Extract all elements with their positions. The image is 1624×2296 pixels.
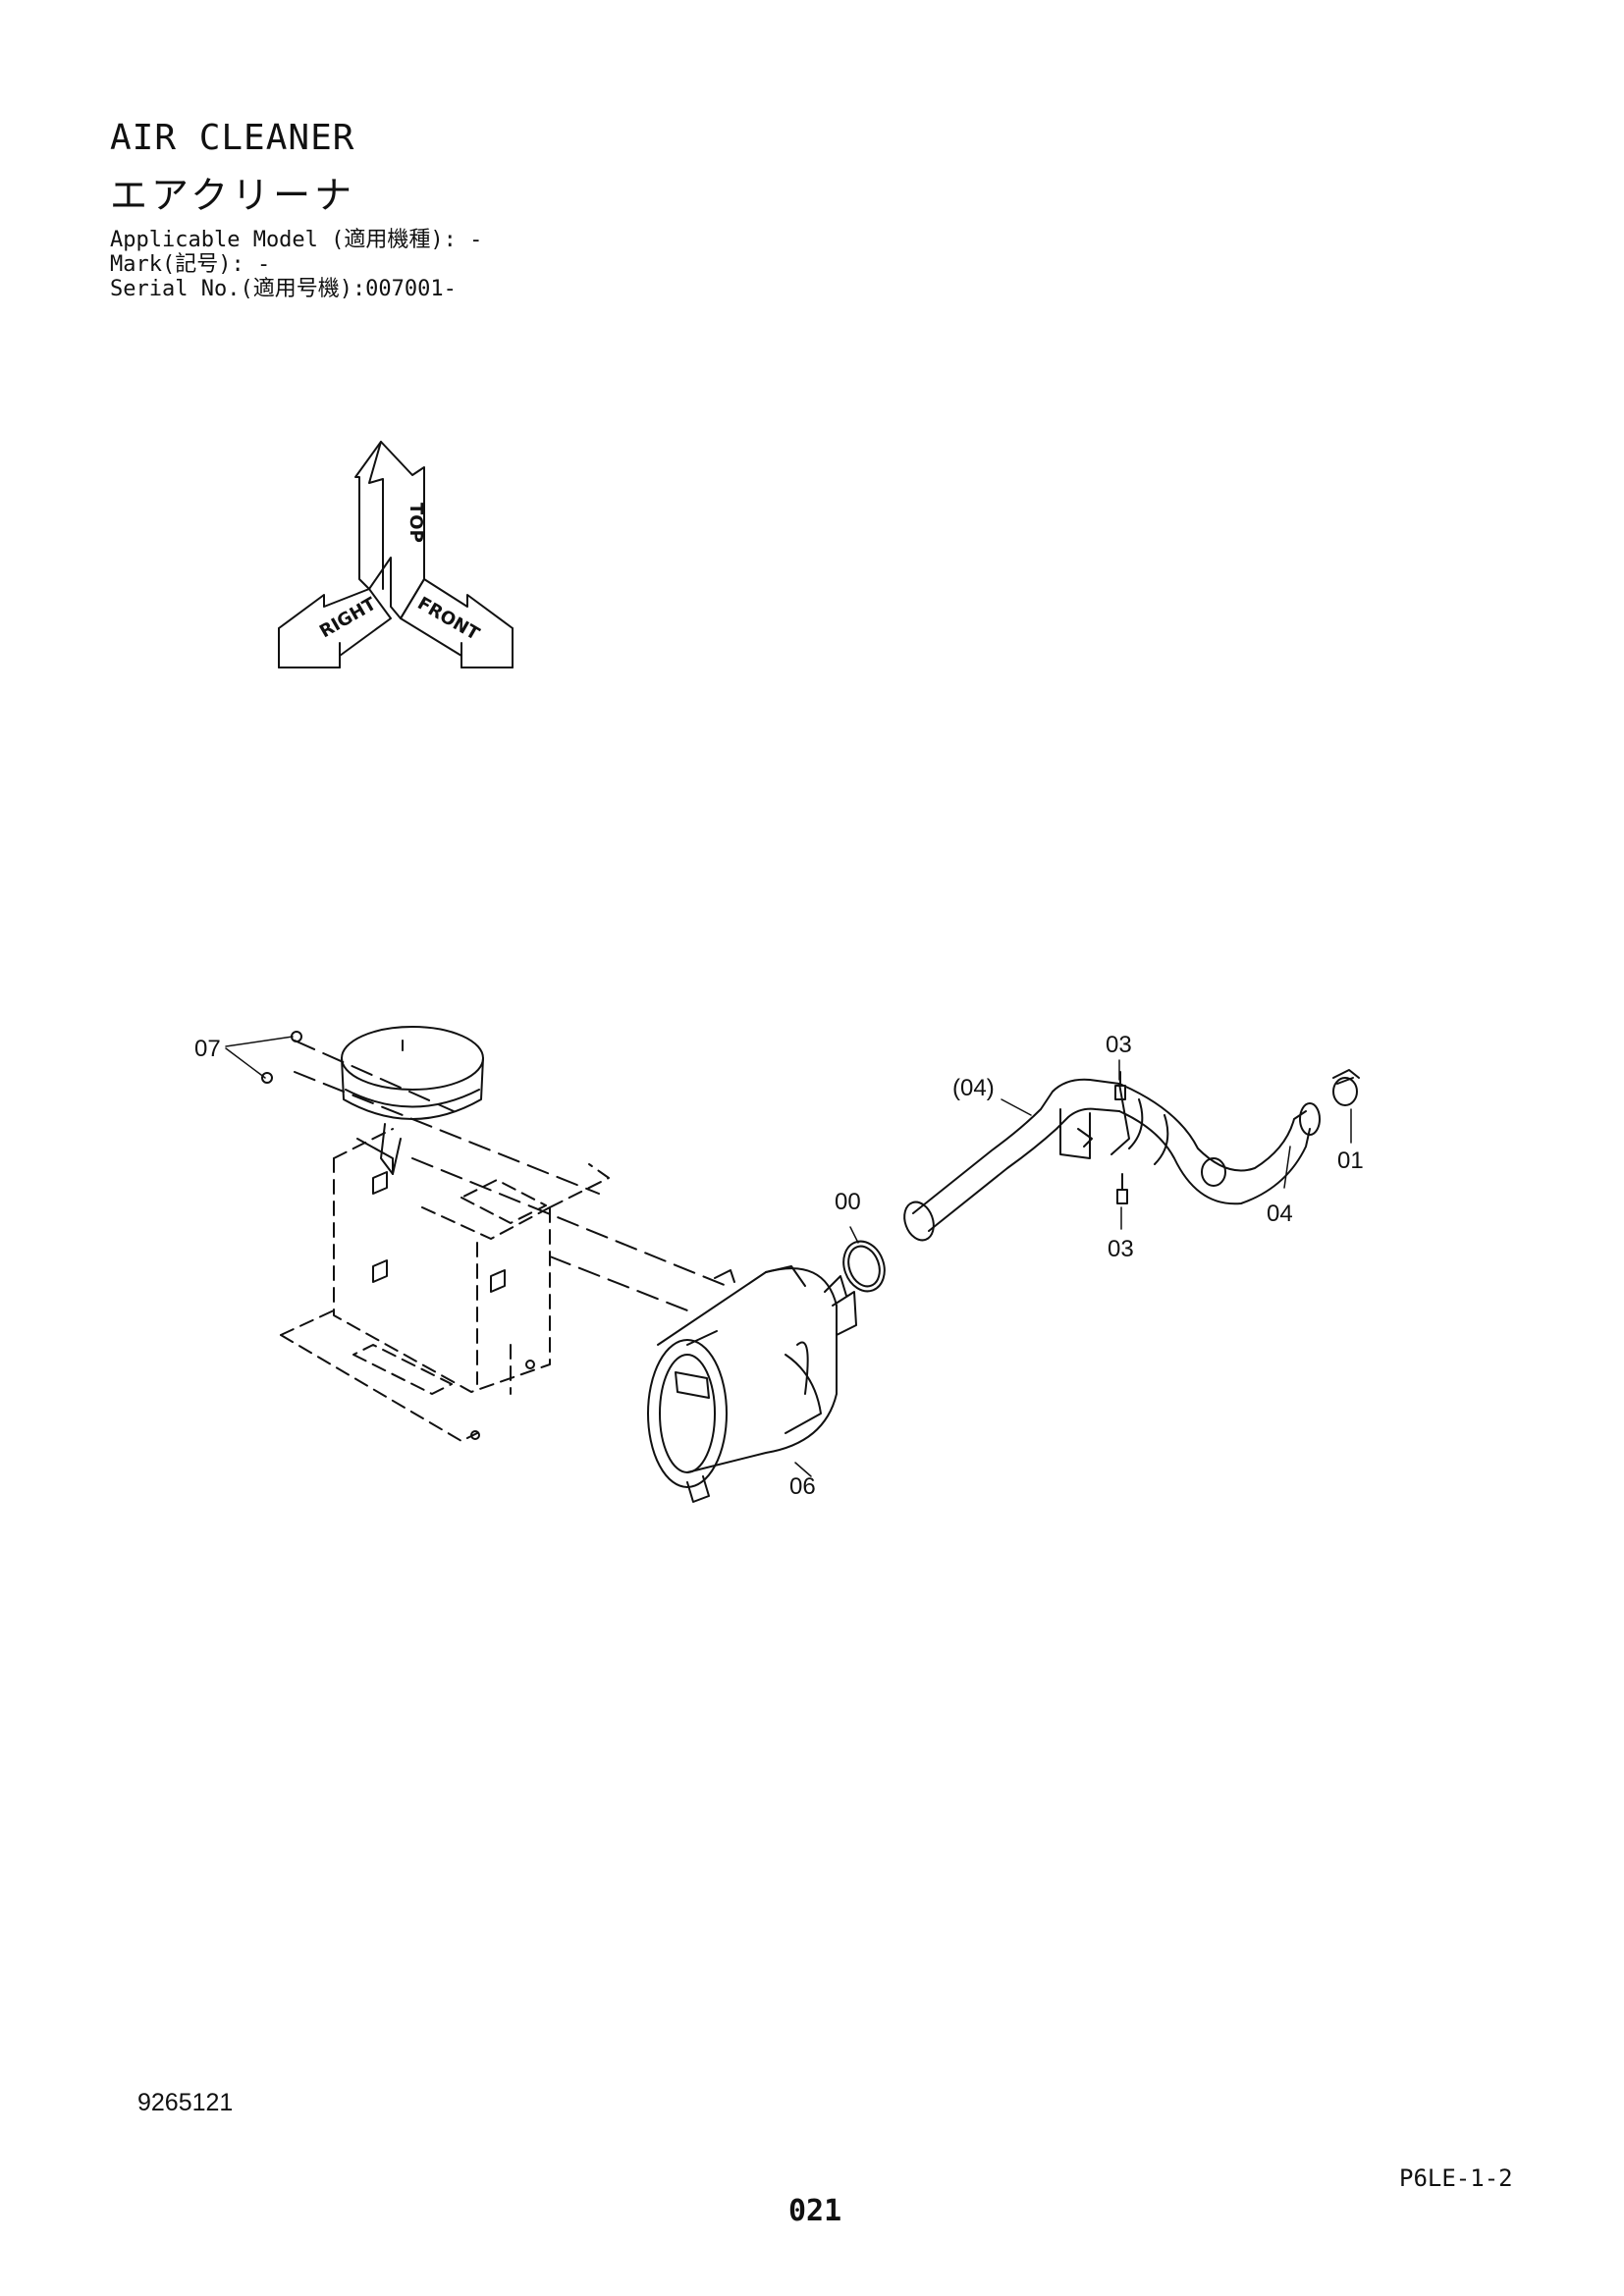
callout-06: 06 — [789, 1473, 816, 1500]
clamp-ring — [842, 1240, 886, 1293]
applicable-model: Applicable Model (適用機種): - — [110, 228, 483, 252]
callout-07: 07 — [194, 1036, 221, 1062]
callout-00: 00 — [835, 1189, 861, 1215]
title-english: AIR CLEANER — [110, 118, 355, 158]
bracket-solid-details — [356, 1138, 535, 1440]
mark: Mark(記号): - — [110, 252, 271, 277]
air-cleaner-body — [647, 1265, 857, 1503]
callout-04: 04 — [1267, 1201, 1293, 1227]
front-arrow-tail — [460, 627, 514, 668]
serial-number: Serial No.(適用号機):007001- — [110, 277, 457, 301]
intake-hose — [903, 1078, 1321, 1242]
callout-01: 01 — [1337, 1148, 1364, 1174]
mounting-bracket — [280, 1128, 610, 1442]
orientation-indicator: TOP RIGHT FRONT — [278, 441, 514, 668]
callout-03-bottom: 03 — [1108, 1236, 1134, 1262]
drawing-code: 9265121 — [137, 2089, 234, 2116]
top-arrow-face — [368, 441, 384, 590]
leader-lines — [225, 1036, 1352, 1477]
callout-04-paren: (04) — [952, 1075, 995, 1101]
header-meta: Applicable Model (適用機種): -Mark(記号): -Ser… — [110, 228, 482, 301]
top-arrow — [354, 441, 425, 619]
precleaner-cap — [341, 1026, 484, 1175]
right-arrow-tail — [278, 627, 341, 668]
bolt-bottom — [1116, 1173, 1128, 1204]
label-top: TOP — [406, 503, 426, 543]
assembly-lines — [294, 1040, 728, 1311]
bolt-top — [1114, 1071, 1126, 1100]
title-japanese: エアクリーナ — [110, 174, 356, 217]
page-reference: P6LE-1-2 — [1399, 2164, 1513, 2192]
small-hardware-07 — [261, 1031, 302, 1084]
page-number: 021 — [788, 2194, 842, 2228]
callout-03-top: 03 — [1106, 1032, 1132, 1058]
label-front: FRONT — [414, 593, 484, 645]
label-right: RIGHT — [316, 593, 380, 642]
hose-clamp — [1332, 1069, 1360, 1106]
